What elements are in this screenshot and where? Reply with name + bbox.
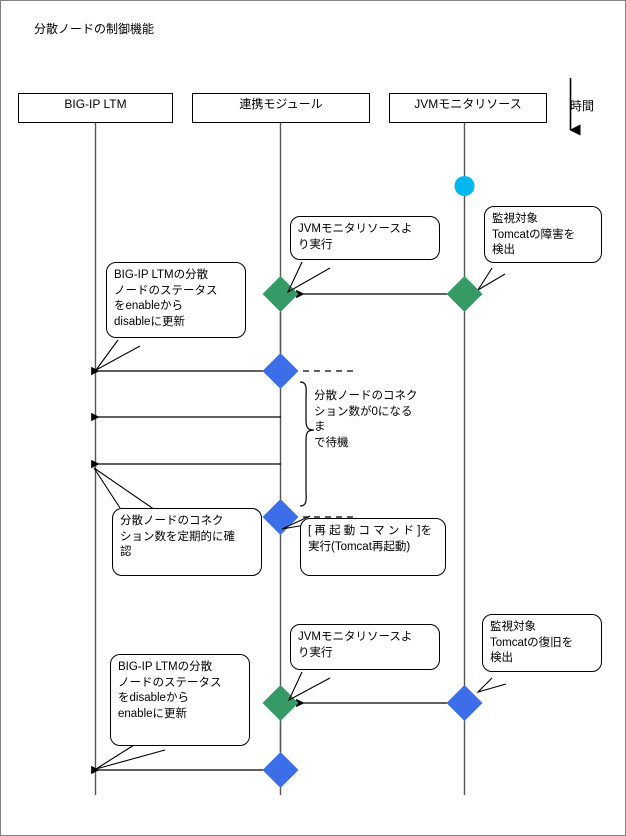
module-fault-diamond-marker — [262, 276, 299, 312]
callout-status-disable-to-enable: BIG-IP LTMの分散 ノードのステータス をdisableから enabl… — [110, 654, 250, 746]
leader-exec-from-jvm-2 — [287, 671, 331, 702]
callout-fault-detected: 監視対象 Tomcatの障害を 検出 — [484, 206, 602, 263]
leader-status-enable-to-disable — [95, 339, 141, 371]
leader-status-disable-to-enable — [95, 744, 166, 770]
module-restart-diamond-marker — [262, 499, 299, 535]
leader-fault-detected — [477, 267, 506, 291]
annotation-wait-until-zero-connections: 分散ノードのコネク ション数が0になるま で待機 — [314, 390, 418, 449]
lifeline-header-bigip: BIG-IP LTM — [18, 93, 173, 123]
lifeline-header-module: 連携モジュール — [192, 93, 370, 123]
time-axis-label: 時間 — [570, 99, 595, 113]
module-recovery-diamond-marker — [262, 685, 299, 721]
leader-exec-from-jvm-1 — [286, 261, 331, 294]
jvm-start-circle-marker — [454, 176, 475, 196]
waiting-brace — [299, 381, 315, 507]
lifeline-header-jvm: JVMモニタリソース — [389, 93, 547, 123]
callout-exec-from-jvm-2: JVMモニタリソースよ り実行 — [290, 624, 440, 670]
callout-check-connections-periodically: 分散ノードのコネク ション数を定期的に確 認 — [112, 508, 262, 576]
jvm-fault-diamond-marker — [446, 276, 483, 312]
leader-recovery-detected — [476, 677, 507, 694]
callout-status-enable-to-disable: BIG-IP LTMの分散 ノードのステータス をenableから disabl… — [106, 262, 246, 338]
jvm-recovery-diamond-marker — [446, 685, 483, 721]
callout-restart-command: [ 再 起 動 コ マ ン ド ]を 実行(Tomcat再起動) — [300, 518, 446, 576]
module-enable-diamond-marker — [262, 752, 299, 788]
diagram-title: 分散ノードの制御機能 — [34, 22, 155, 36]
callout-exec-from-jvm-1: JVMモニタリソースよ り実行 — [290, 216, 440, 260]
module-disable-diamond-marker — [262, 353, 299, 389]
leader-check-connections — [93, 467, 159, 513]
callout-recovery-detected: 監視対象 Tomcatの復旧を 検出 — [482, 614, 602, 672]
